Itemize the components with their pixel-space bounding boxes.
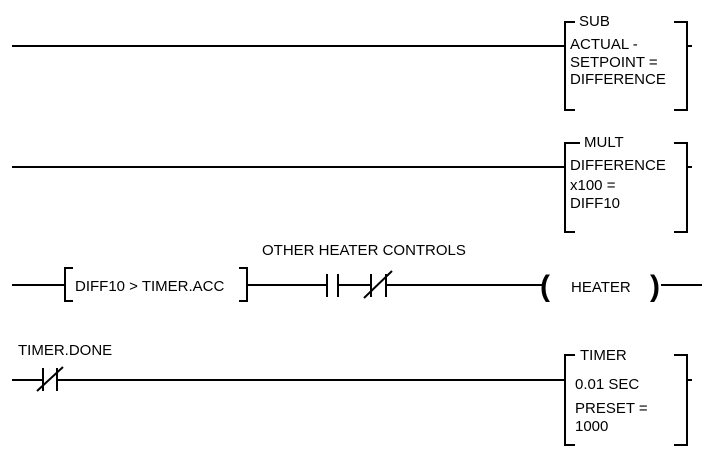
compare-left-bracket [64, 267, 73, 302]
compare-text: DIFF10 > TIMER.ACC [75, 278, 225, 295]
block-line: DIFFERENCE [570, 71, 666, 88]
block-left-bracket [564, 142, 580, 233]
coil-left-paren: ( [540, 270, 550, 303]
block-line: DIFFERENCE [570, 157, 666, 174]
contact-label: TIMER.DONE [18, 342, 112, 359]
block-line: x100 = [570, 177, 616, 194]
block-line: DIFF10 [570, 195, 620, 212]
block-left-bracket [564, 21, 575, 111]
normally-open-contact [326, 274, 339, 297]
block-line: 1000 [575, 418, 608, 435]
block-right-bracket [674, 354, 688, 446]
block-line: SETPOINT = [570, 54, 658, 71]
block-title: MULT [584, 134, 624, 151]
block-title: TIMER [580, 347, 627, 364]
rung-heater: DIFF10 > TIMER.ACC OTHER HEATER CONTROLS… [12, 242, 702, 303]
rung-sub: SUB ACTUAL - SETPOINT = DIFFERENCE [12, 13, 692, 111]
contacts-label: OTHER HEATER CONTROLS [262, 242, 466, 259]
block-line: 0.01 SEC [575, 376, 639, 393]
compare-right-bracket [239, 267, 248, 302]
block-line: ACTUAL - [570, 36, 638, 53]
coil-right-paren: ) [650, 270, 660, 303]
block-line: PRESET = [575, 400, 648, 417]
block-left-bracket [564, 354, 575, 446]
rung-mult: MULT DIFFERENCE x100 = DIFF10 [12, 134, 692, 233]
rung-timer: TIMER.DONE TIMER 0.01 SEC PRESET = 1000 [12, 342, 692, 446]
block-right-bracket [674, 142, 688, 233]
block-title: SUB [579, 13, 610, 30]
block-right-bracket [674, 21, 688, 111]
coil-label: HEATER [571, 279, 631, 296]
